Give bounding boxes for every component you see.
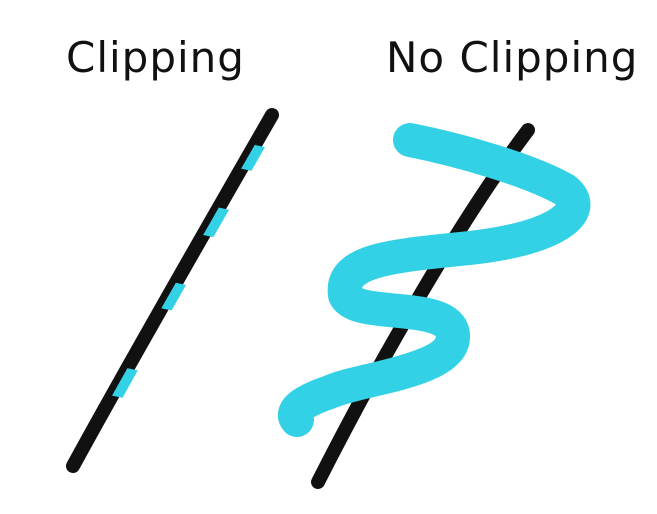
stripe-1 (149, 123, 280, 183)
clipping-label: Clipping (66, 33, 245, 82)
cyan-brush-stroke (278, 123, 591, 437)
no-clipping-label: No Clipping (386, 33, 639, 82)
clipping-example (66, 108, 280, 473)
clipped-stripes (73, 123, 280, 416)
no-clipping-example (278, 123, 591, 489)
